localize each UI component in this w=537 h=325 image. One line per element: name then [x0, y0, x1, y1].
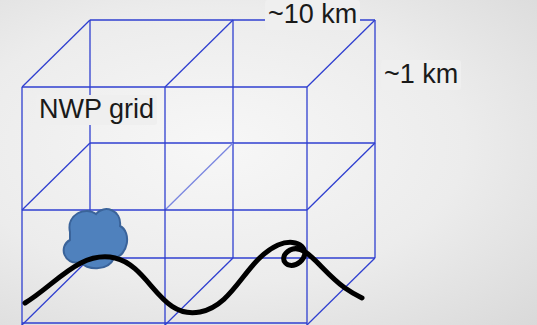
- grid-lines: [22, 20, 375, 325]
- dimension-label: NWP grid: [36, 95, 157, 125]
- dimension-label: ~10 km: [265, 0, 360, 30]
- wave-line: [25, 242, 362, 312]
- dimension-label: ~1 km: [381, 60, 461, 90]
